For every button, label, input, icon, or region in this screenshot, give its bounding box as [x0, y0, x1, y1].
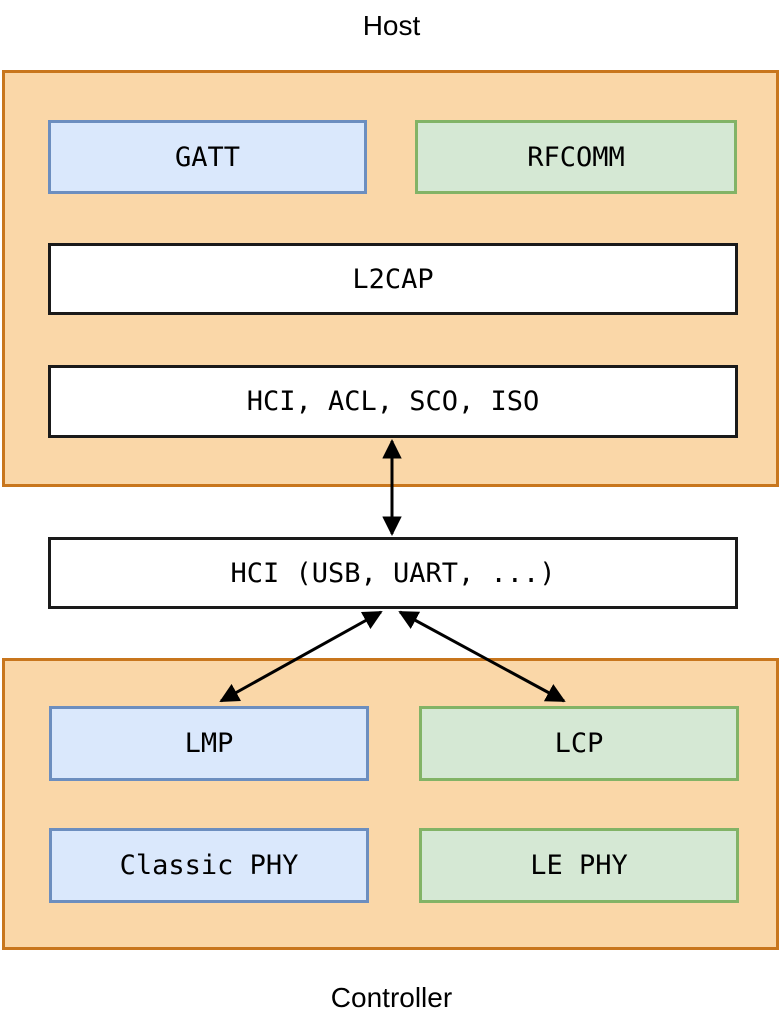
lcp-box: LCP: [419, 706, 739, 781]
hci-logical-box: HCI, ACL, SCO, ISO: [48, 365, 738, 438]
host-label: Host: [362, 10, 421, 41]
hci-transport-box: HCI (USB, UART, ...): [48, 537, 738, 609]
lmp-box: LMP: [49, 706, 369, 781]
gatt-box: GATT: [48, 120, 367, 194]
l2cap-box: L2CAP: [48, 243, 738, 315]
classic-phy-box: Classic PHY: [49, 828, 369, 903]
rfcomm-box: RFCOMM: [415, 120, 737, 194]
controller-label: Controller: [330, 982, 453, 1013]
controller-container: LMP LCP Classic PHY LE PHY: [2, 658, 779, 950]
host-container: GATT RFCOMM L2CAP HCI, ACL, SCO, ISO: [2, 70, 779, 487]
le-phy-box: LE PHY: [419, 828, 739, 903]
